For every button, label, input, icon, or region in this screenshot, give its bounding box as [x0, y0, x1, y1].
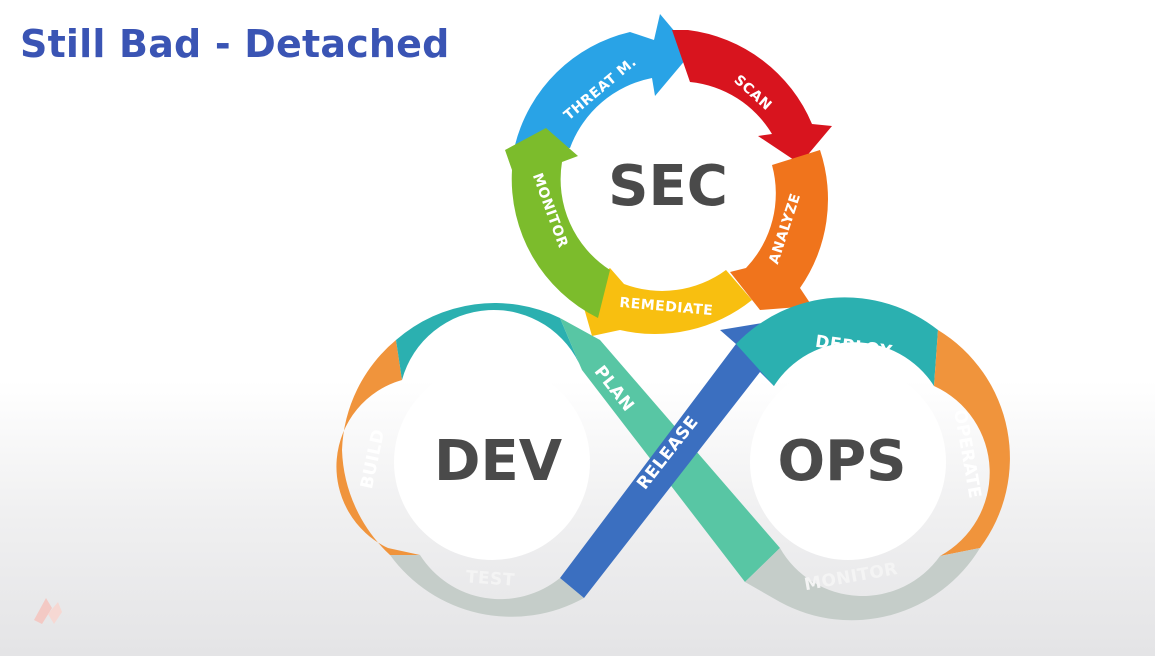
- sec-backdrop: [553, 67, 783, 297]
- devops-segment-operate: [934, 330, 1010, 556]
- sec-segment-remediate: [580, 268, 752, 336]
- devops-segment-monitor: [745, 548, 980, 621]
- devops-loop: CODE PLAN RELEASE DEPLOY OPERATE MONITOR…: [336, 297, 1010, 621]
- sec-cycle: THREAT M. SCAN ANALYZE REMEDIATE MONITOR…: [505, 14, 832, 336]
- sec-segment-threat-model: [515, 14, 692, 148]
- dev-center-label: DEV: [434, 429, 563, 494]
- sec-segment-analyze: [730, 150, 828, 310]
- devops-label-test: TEST: [465, 567, 515, 590]
- corner-logo-mark: [34, 598, 62, 624]
- devops-label-build: BUILD: [357, 427, 389, 490]
- slide-title: Still Bad - Detached: [20, 22, 450, 66]
- ops-backdrop: [750, 364, 946, 560]
- dev-backdrop: [394, 364, 590, 560]
- devops-label-code: CODE: [439, 338, 495, 364]
- devops-segment-deploy: [736, 297, 938, 386]
- sec-center-label: SEC: [608, 154, 728, 219]
- devops-segment-build: [336, 340, 420, 555]
- devops-segment-test: [390, 555, 584, 617]
- sec-segment-scan: [672, 30, 832, 164]
- devops-label-monitor: MONITOR: [803, 559, 900, 595]
- devops-segment-release: [560, 320, 780, 598]
- devops-segment-code: [396, 303, 582, 380]
- sec-segment-monitor: [505, 128, 610, 318]
- ops-center-label: OPS: [778, 429, 907, 494]
